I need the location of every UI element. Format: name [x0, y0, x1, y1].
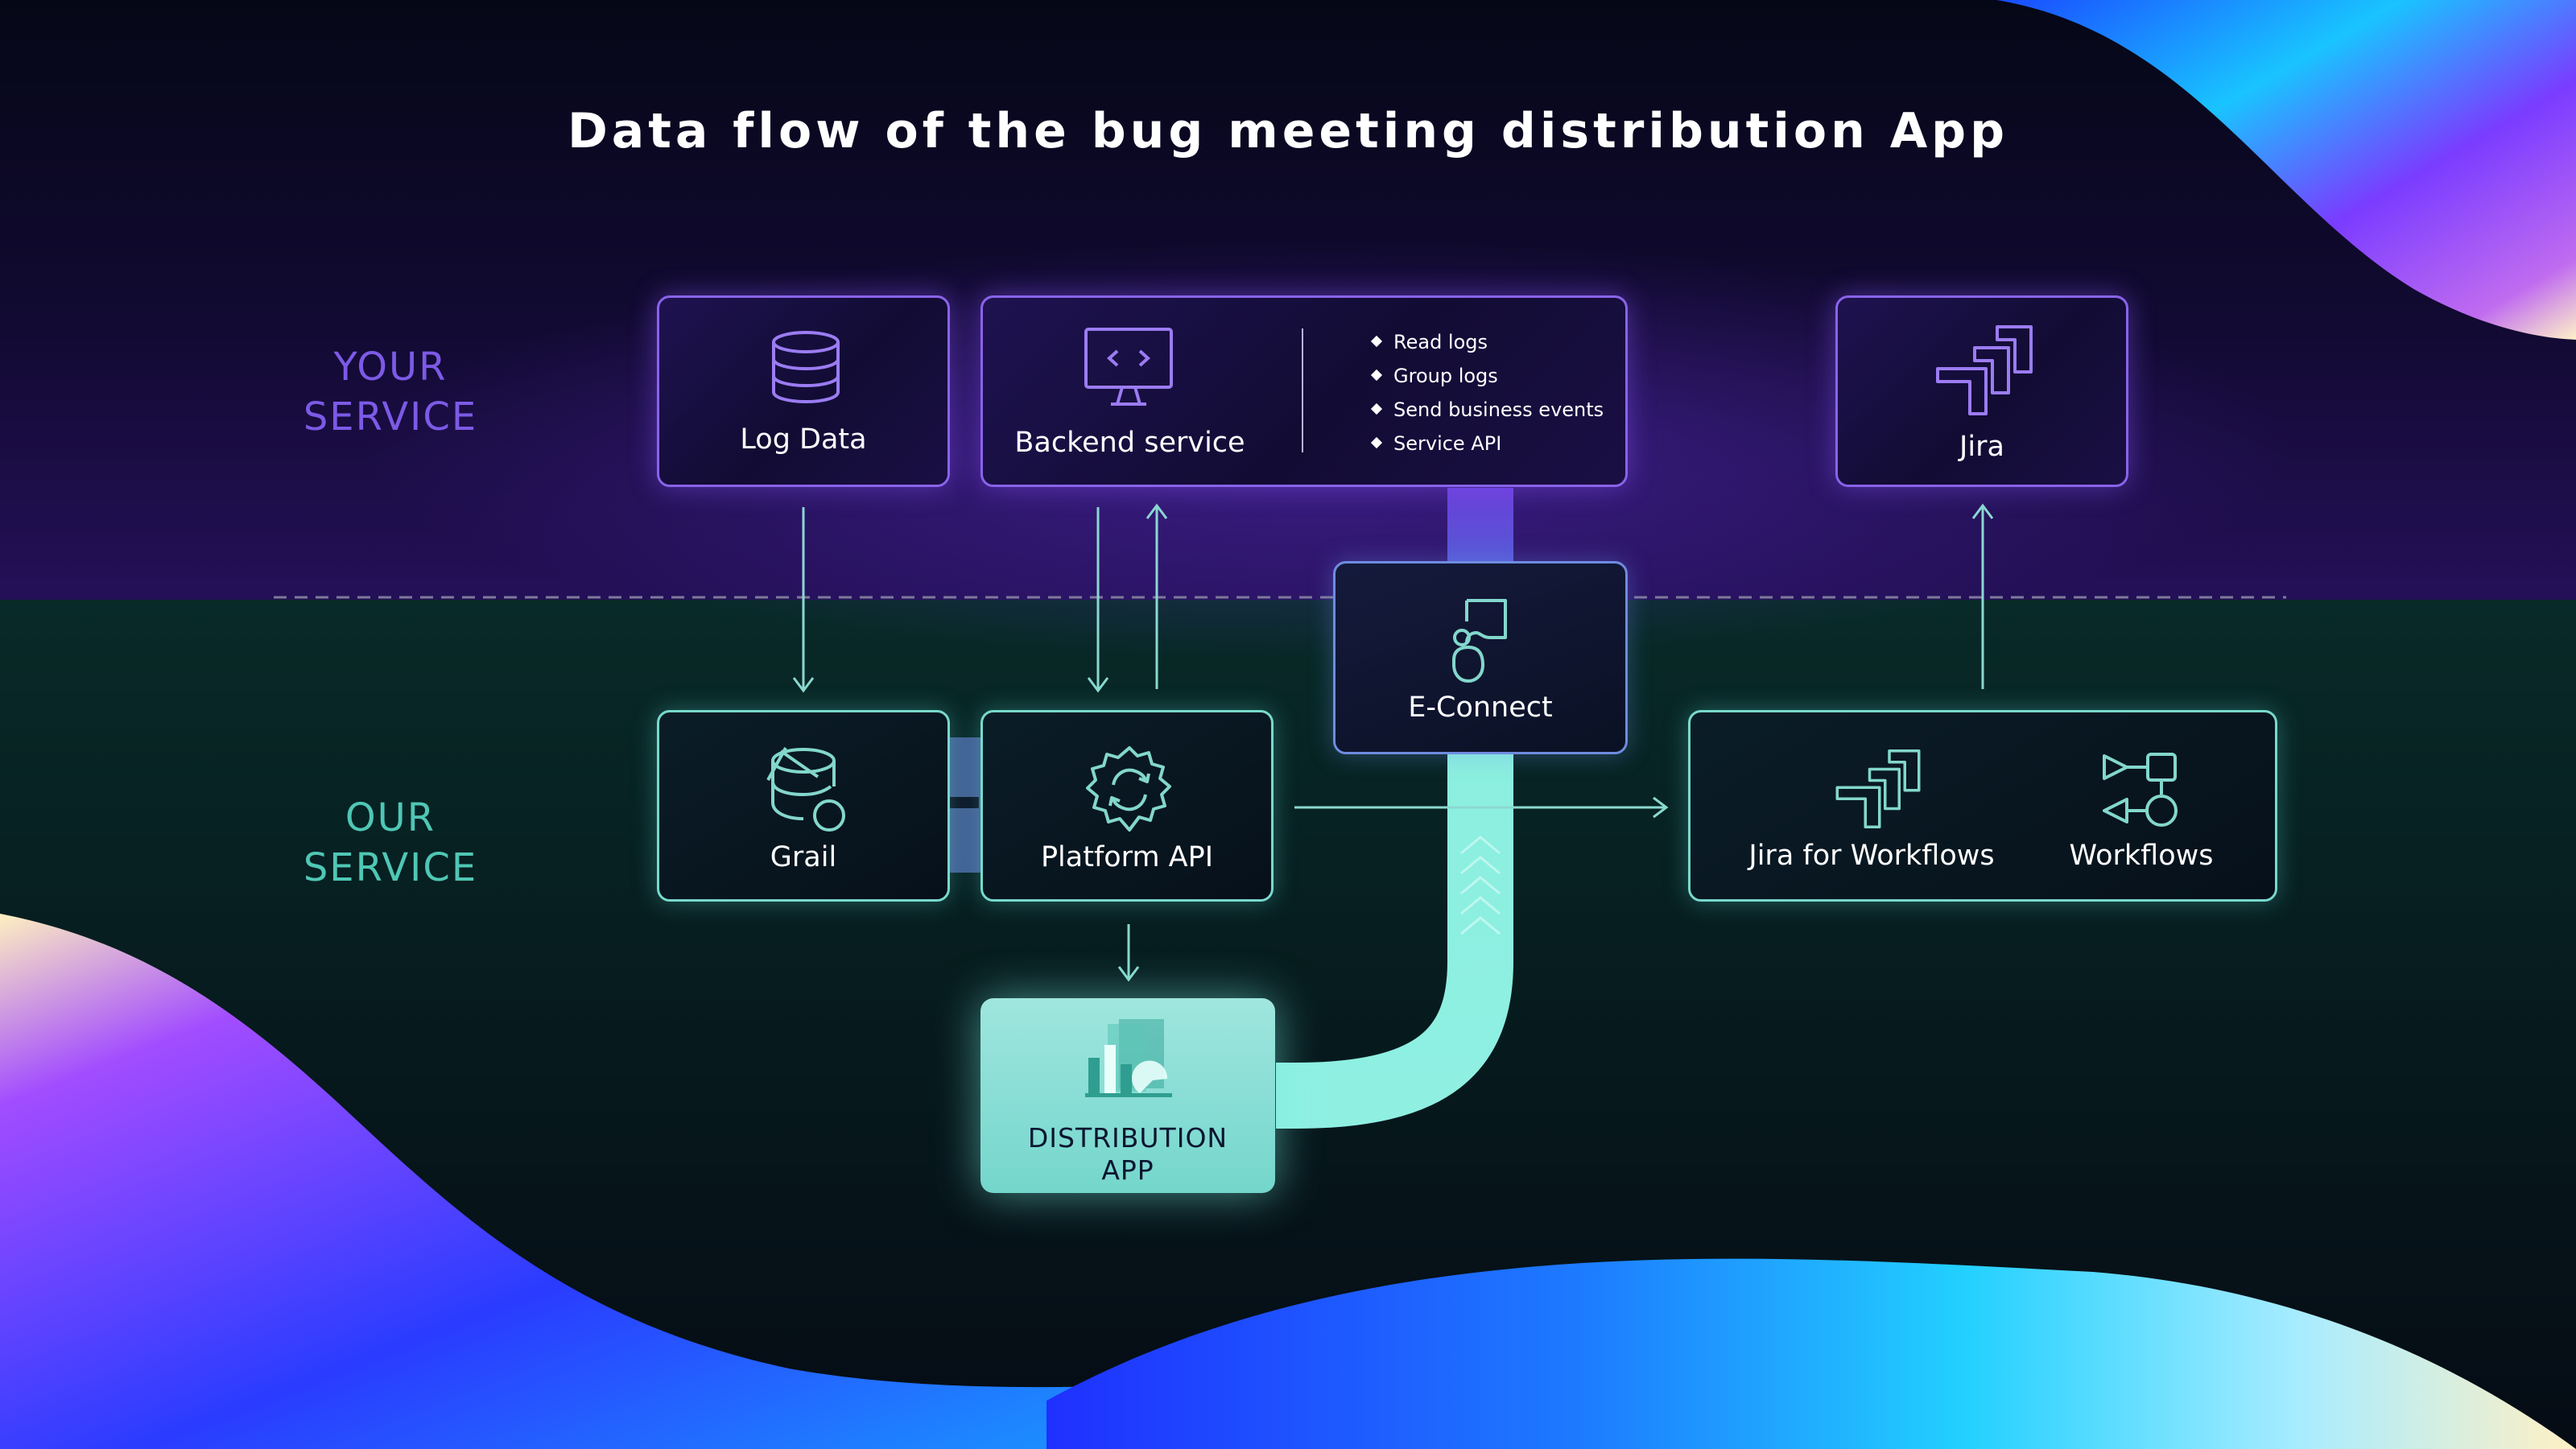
flow-arrows	[792, 503, 1994, 982]
divider	[1302, 328, 1303, 452]
node-label: Backend service	[1014, 427, 1245, 459]
data-pipe	[1276, 488, 1513, 1129]
chart-app-icon	[1084, 1016, 1177, 1103]
workflow-nodes-icon	[2101, 749, 2182, 830]
node-log-data: Log Data	[657, 295, 950, 487]
wave-bottom-right	[1046, 1258, 2576, 1449]
monitor-code-icon	[1084, 327, 1174, 409]
node-label-jira-for-workflows: Jira for Workflows	[1748, 840, 1995, 872]
zone-label-your-service: YOUR SERVICE	[303, 345, 478, 440]
node-distribution-app: DISTRIBUTION APP	[980, 998, 1275, 1193]
jira-icon	[1936, 325, 2033, 415]
node-backend-service: Backend service Read logs Group logs Sen…	[980, 295, 1628, 487]
database-icon	[770, 330, 842, 404]
list-item: Group logs	[1369, 359, 1604, 393]
node-label: Grail	[770, 841, 837, 873]
wave-bottom-left	[0, 914, 1368, 1449]
node-label-workflows: Workflows	[2069, 840, 2214, 872]
grail-icon	[762, 745, 850, 835]
list-item: Send business events	[1369, 393, 1604, 427]
pipe-flow-chevrons	[1460, 836, 1501, 935]
list-item: Read logs	[1369, 325, 1604, 359]
node-e-connect: E-Connect	[1333, 561, 1628, 754]
zone-label-our-service: OUR SERVICE	[303, 795, 478, 890]
node-label: E-Connect	[1408, 691, 1553, 724]
node-label: DISTRIBUTION APP	[1027, 1122, 1228, 1186]
gear-sync-icon	[1084, 745, 1174, 835]
jira-icon	[1834, 749, 1922, 828]
node-platform-api: Platform API	[980, 710, 1274, 902]
node-label: Jira	[1959, 431, 2004, 463]
wave-top-right	[1996, 0, 2576, 340]
backend-feature-list: Read logs Group logs Send business event…	[1369, 325, 1604, 460]
node-grail: Grail	[657, 710, 950, 902]
node-workflows-group: Jira for Workflows Workflows	[1688, 710, 2277, 902]
diagram-title: Data flow of the bug meeting distributio…	[567, 103, 2009, 159]
node-label: Log Data	[740, 423, 867, 456]
node-jira: Jira	[1835, 295, 2128, 487]
node-label: Platform API	[1040, 841, 1214, 873]
list-item: Service API	[1369, 427, 1604, 460]
e-connect-plug-icon	[1451, 597, 1513, 684]
